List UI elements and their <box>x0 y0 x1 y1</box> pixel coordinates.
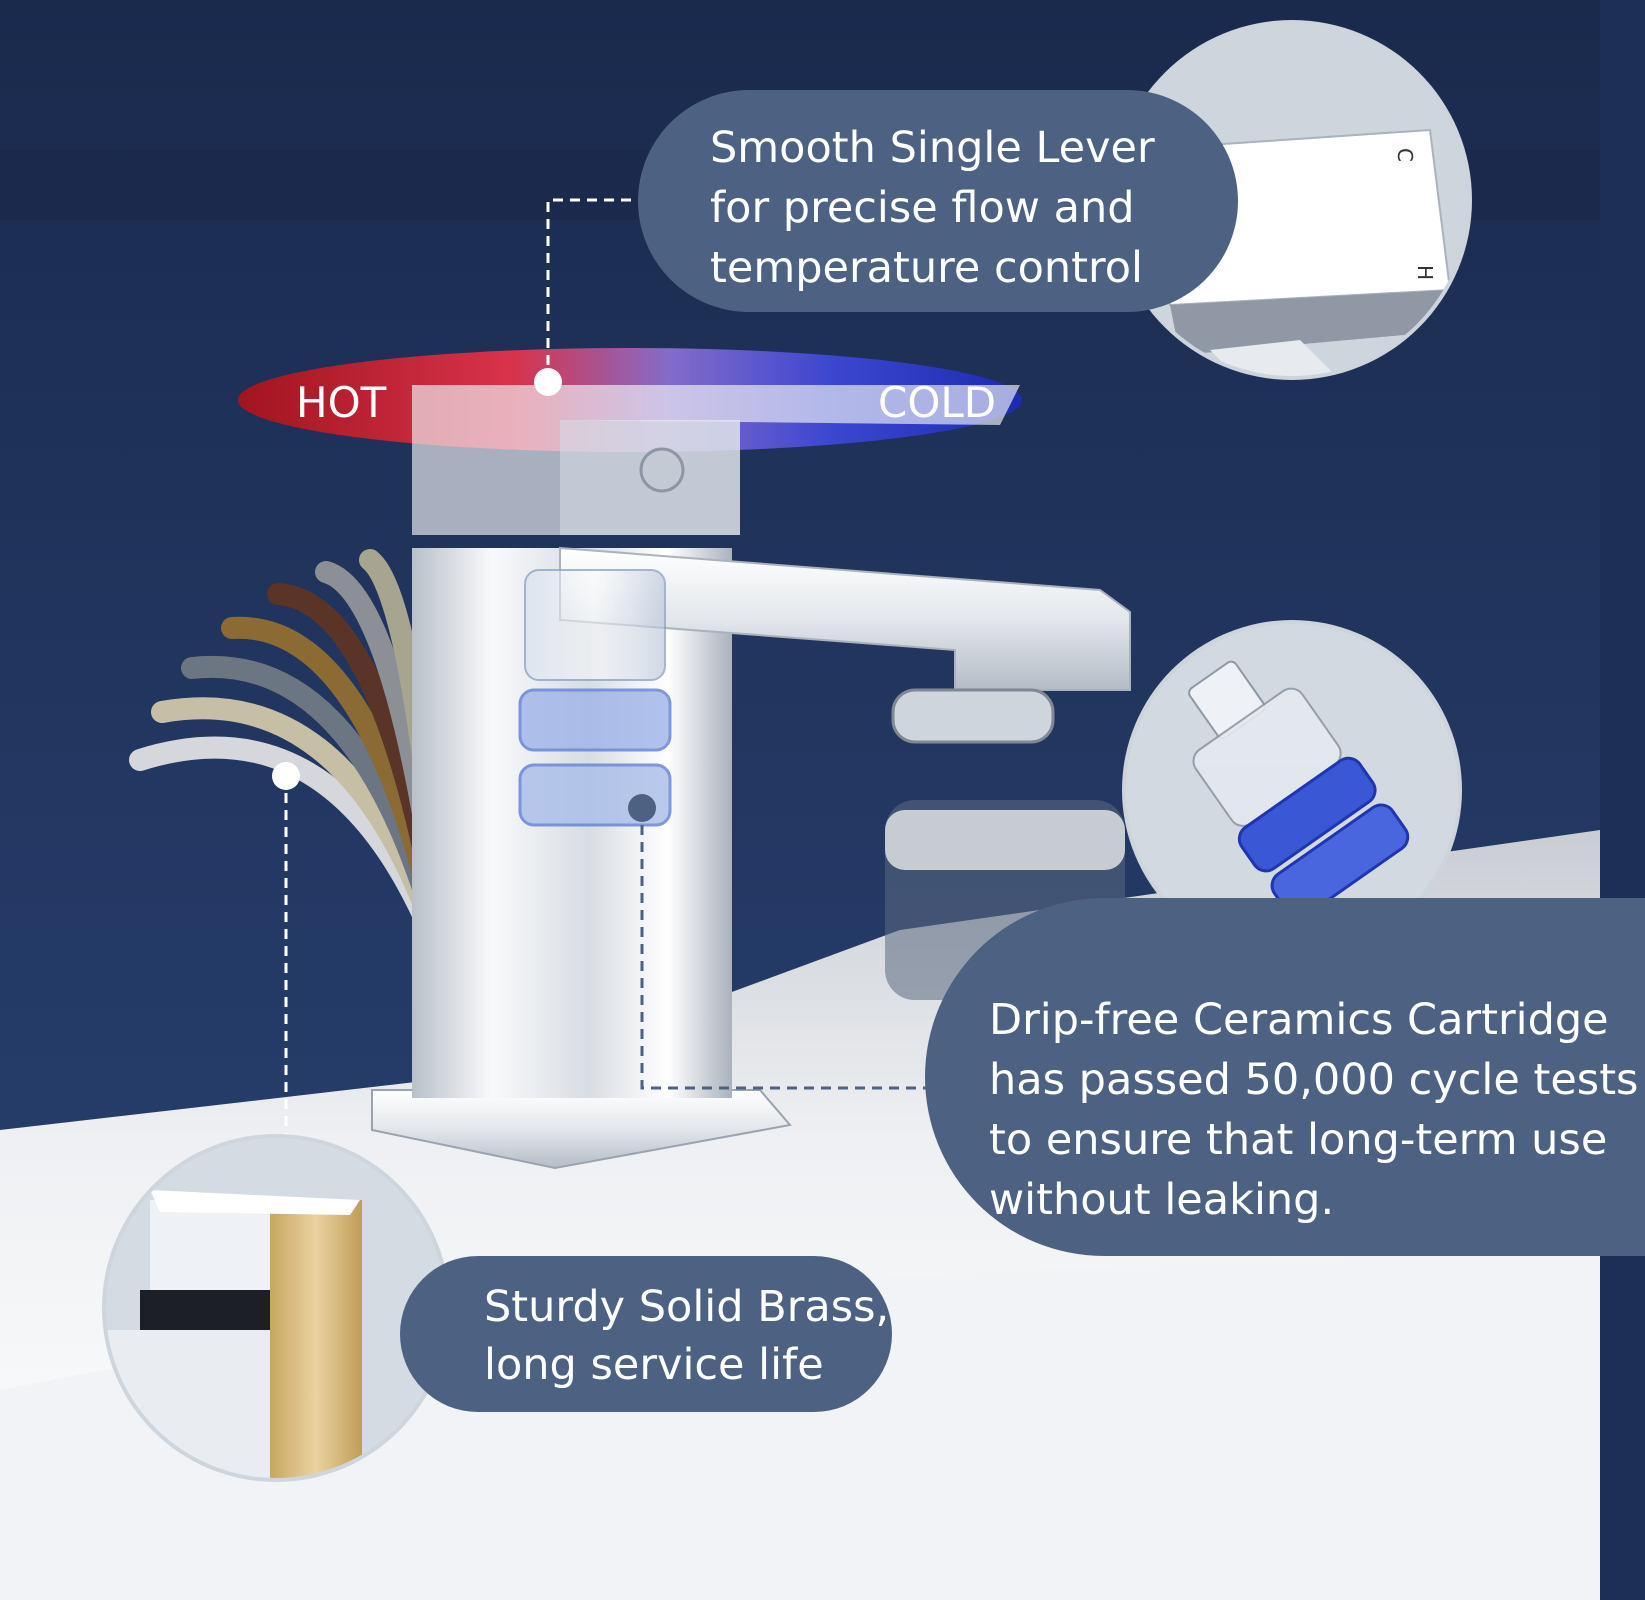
faucet <box>371 385 1131 1170</box>
lever-mark-hot: H <box>1413 265 1437 280</box>
cartridge-connector <box>640 808 926 1090</box>
cartridge-callout-line: has passed 50,000 cycle tests <box>989 1055 1639 1105</box>
brass-callout-line: Sturdy Solid Brass, <box>484 1282 890 1332</box>
lever-callout-line: for precise flow and <box>710 183 1135 233</box>
faucet-aerator <box>891 688 1055 744</box>
cartridge-callout-line: without leaking. <box>989 1175 1335 1225</box>
cartridge-callout-line: Drip-free Ceramics Cartridge <box>989 995 1609 1045</box>
lever-callout: Smooth Single Lever for precise flow and… <box>638 90 1238 312</box>
cartridge-callout: Drip-free Ceramics Cartridge has passed … <box>925 898 1645 1256</box>
cold-label: COLD <box>878 378 997 427</box>
brass-callout: Sturdy Solid Brass, long service life <box>400 1256 892 1412</box>
lever-callout-line: Smooth Single Lever <box>710 123 1155 173</box>
brass-callout-line: long service life <box>484 1340 824 1390</box>
brass-marker-dot <box>272 762 300 790</box>
cartridge-ghost <box>518 569 672 827</box>
callout-connectors <box>284 198 640 1160</box>
lever-pivot-screw <box>639 447 685 493</box>
lever-handle <box>412 385 1020 535</box>
cartridge-callout-line: to ensure that long-term use <box>989 1115 1608 1165</box>
brass-detail-image <box>102 1134 450 1482</box>
lever-callout-line: temperature control <box>710 243 1144 293</box>
hot-label: HOT <box>296 378 387 427</box>
lever-mark-cold: C <box>1393 148 1417 162</box>
lever-marker-dot <box>534 368 562 396</box>
cartridge-marker-dot <box>628 794 656 822</box>
